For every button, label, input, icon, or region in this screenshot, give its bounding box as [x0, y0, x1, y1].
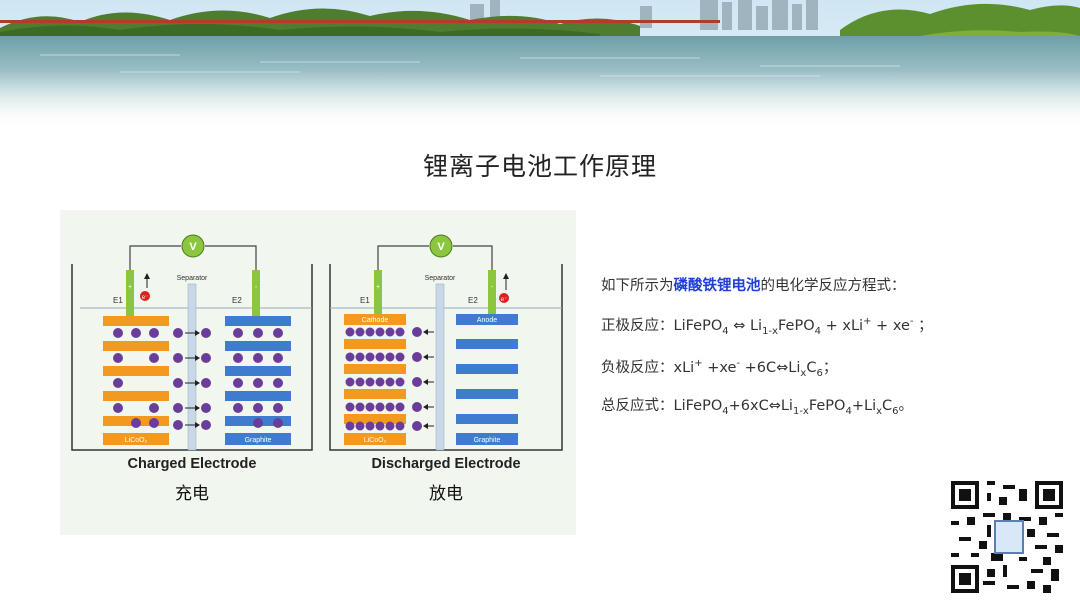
anode-material-label: Graphite	[245, 437, 272, 444]
electrode-post-e1	[374, 270, 382, 320]
lithium-ions-right	[233, 328, 283, 428]
electron-icon	[140, 291, 150, 301]
svg-text:e⁻: e⁻	[501, 297, 508, 303]
voltmeter-icon	[429, 234, 453, 258]
discharged-caption-en: Discharged Electrode	[371, 456, 521, 472]
ion-migration-arrows	[412, 327, 434, 431]
cathode-label: Cathode	[362, 317, 389, 324]
voltmeter-icon	[181, 234, 205, 258]
battery-type-highlight: 磷酸铁锂电池	[673, 278, 761, 294]
separator-label: Separator	[425, 275, 456, 282]
battery-diagram: V Separator + - E1 E2 e⁻	[60, 210, 576, 535]
separator	[435, 283, 445, 451]
electrode-post-e2	[488, 270, 496, 320]
positive-electrode-reaction: 正极反应：LiFePO4 ⇔ Li1-xFePO4 + xLi+ + xe- ；	[601, 316, 933, 337]
cathode-material-label: LiCoO₂	[364, 437, 387, 444]
equations-intro: 如下所示为磷酸铁锂电池的电化学反应方程式：	[601, 278, 906, 294]
svg-text:e⁻: e⁻	[142, 295, 149, 301]
electrode-e2-label: E2	[468, 296, 478, 305]
anode-label: Anode	[477, 317, 497, 324]
electrode-post-e2	[252, 270, 260, 320]
svg-text:+: +	[376, 284, 380, 291]
cathode-material-label: LiCoO₂	[125, 437, 148, 444]
qr-code-icon	[951, 481, 1063, 593]
overall-reaction: 总反应式：LiFePO4+6xC⇔Li1-xFePO4+LixC6。	[601, 398, 914, 417]
charged-cell-diagram: V Separator + - E1 E2 e⁻	[68, 228, 316, 528]
electrode-e1-label: E1	[113, 296, 123, 305]
charged-caption-en: Charged Electrode	[127, 456, 257, 472]
negative-electrode-reaction: 负极反应：xLi+ +xe- +6C⇔LixC6；	[601, 358, 838, 379]
voltmeter-label: V	[437, 241, 445, 253]
electrode-e1-label: E1	[360, 296, 370, 305]
lithium-ions-left	[113, 328, 159, 428]
discharged-cell-diagram: V Separator + - E1 E2 e⁻ Ca	[322, 228, 570, 528]
discharged-caption-cn: 放电	[429, 484, 463, 504]
svg-text:+: +	[128, 284, 132, 291]
anode-material-label: Graphite	[474, 437, 501, 444]
landscape-banner-image	[0, 0, 1080, 130]
separator	[187, 283, 197, 451]
voltmeter-label: V	[189, 241, 197, 253]
charged-cell-drawing: V Separator + - E1 E2 e⁻	[71, 234, 313, 451]
separator-label: Separator	[177, 275, 208, 282]
charged-caption-cn: 充电	[175, 484, 209, 504]
electrode-e2-label: E2	[232, 296, 242, 305]
lithium-ions-cathode	[345, 327, 405, 431]
header-banner	[0, 0, 1080, 130]
svg-text:-: -	[491, 284, 494, 291]
svg-text:-: -	[255, 284, 258, 291]
discharged-cell-drawing: V Separator + - E1 E2 e⁻ Ca	[329, 234, 563, 451]
electron-icon	[499, 293, 509, 303]
ion-migration-arrows	[173, 328, 211, 430]
slide-title: 锂离子电池工作原理	[422, 152, 657, 181]
electrode-post-e1	[126, 270, 134, 320]
